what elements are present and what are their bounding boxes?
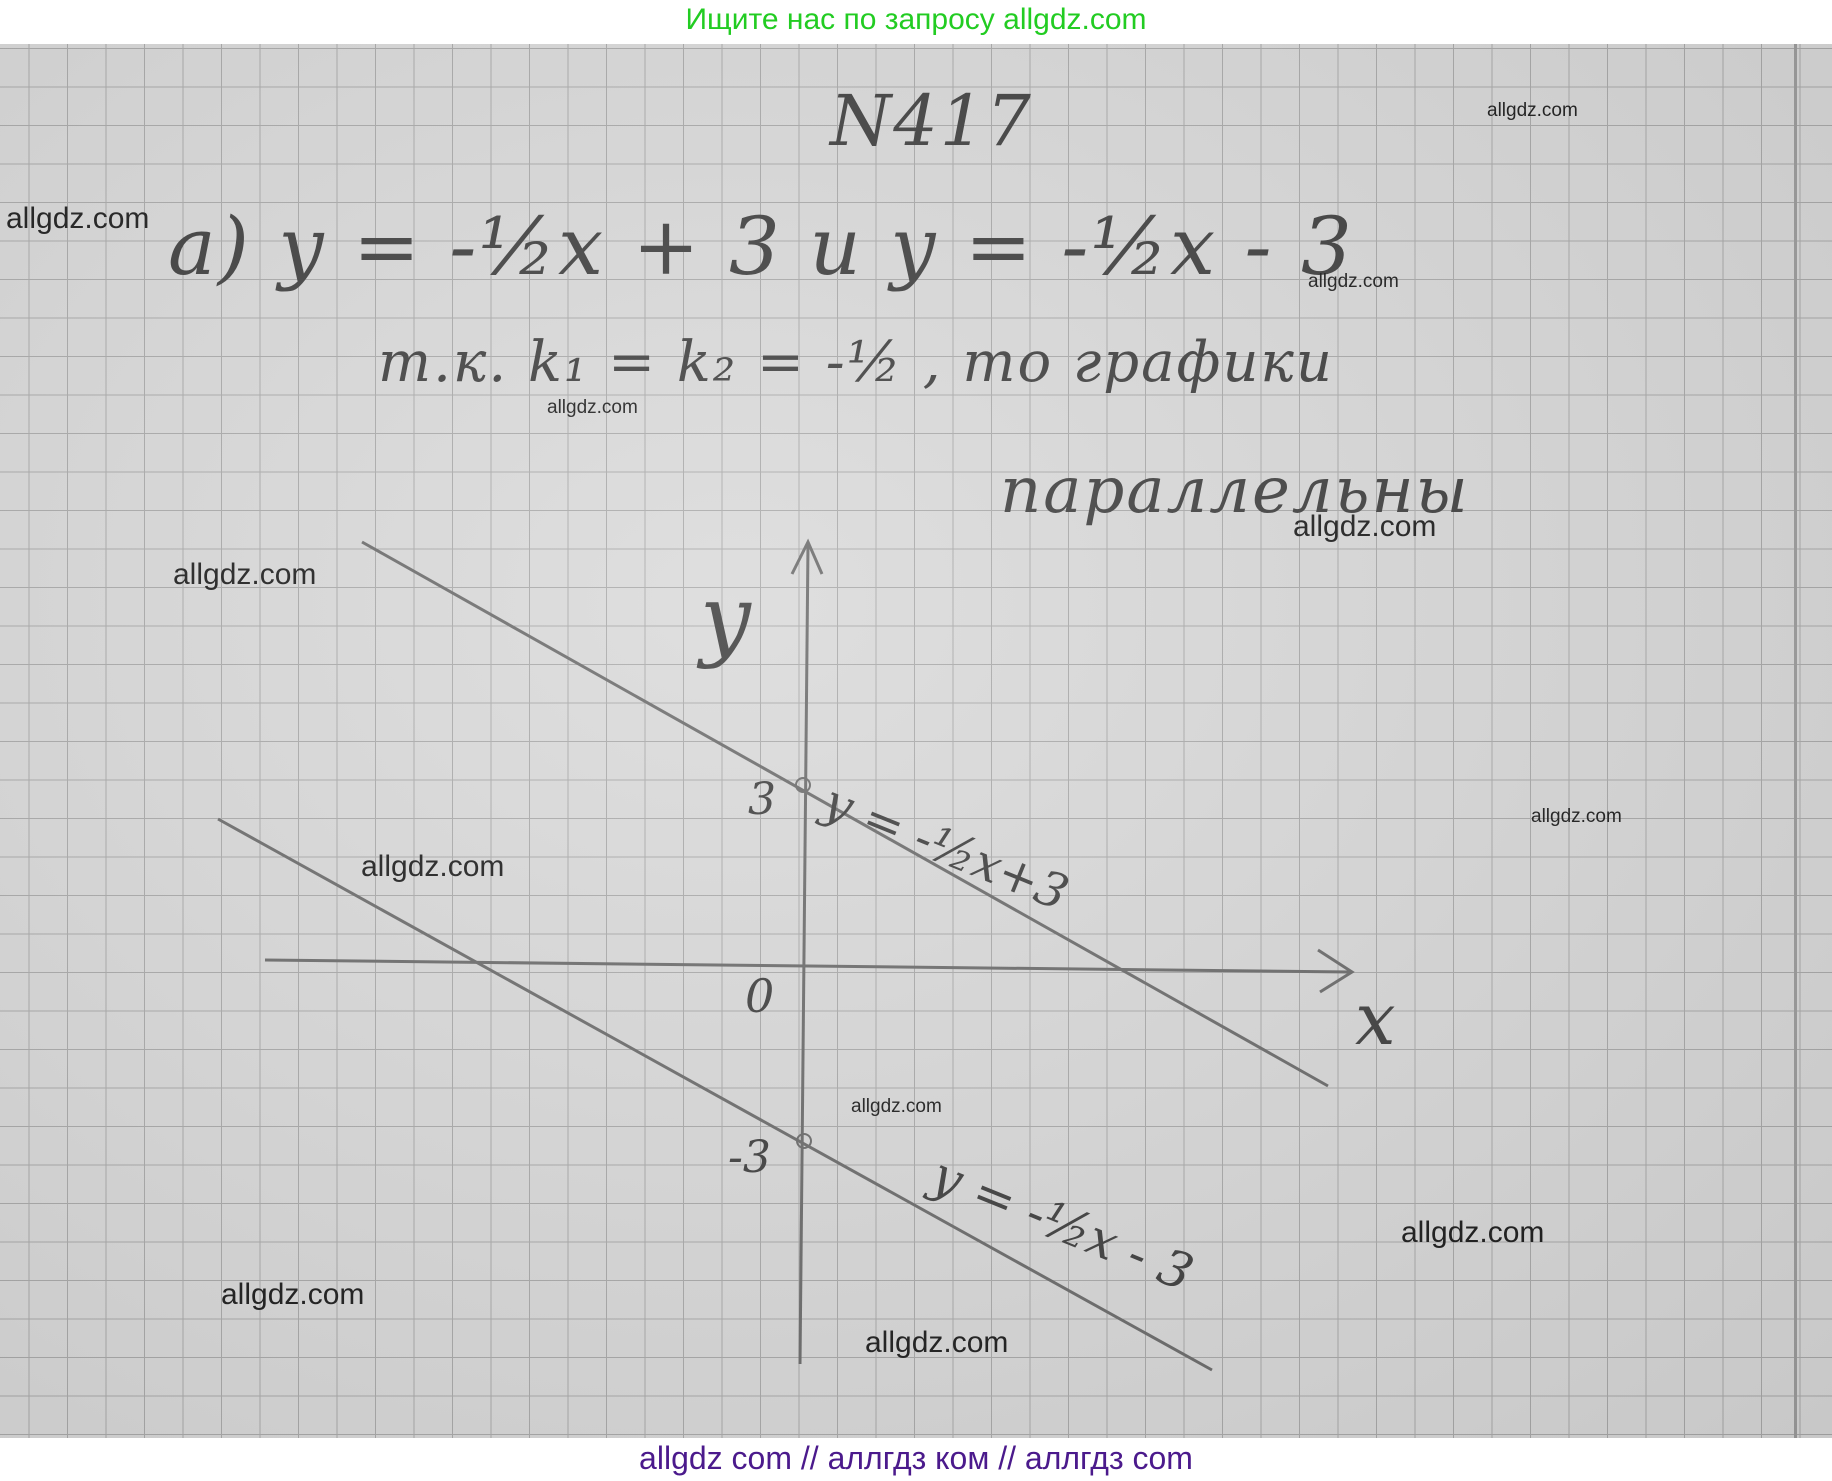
watermark: allgdz.com — [173, 558, 317, 591]
y-axis-label: y — [696, 566, 752, 671]
watermark: allgdz.com — [6, 202, 150, 235]
line-upper — [361, 540, 1329, 1088]
conclusion-line: параллельны — [1000, 454, 1470, 528]
watermark: allgdz.com — [1531, 806, 1622, 827]
notebook-page: N417 a) y = -½x + 3 и y = -½x - 3 т.к. k… — [0, 44, 1832, 1438]
equations-line: a) y = -½x + 3 и y = -½x - 3 — [168, 200, 1354, 293]
x-axis-label: x — [1355, 977, 1396, 1061]
upper-line-label: y = -½x+3 — [814, 772, 1076, 921]
watermark: allgdz.com — [547, 397, 638, 418]
watermark: allgdz.com — [1401, 1216, 1545, 1249]
graph: y x 0 3 -3 y = -½x+3 y = -½x - 3 — [217, 538, 1396, 1372]
point-lower-intercept — [796, 1133, 812, 1149]
margin-line — [1794, 44, 1797, 1438]
y-axis — [798, 543, 810, 1365]
y-axis-arrow-icon — [790, 538, 824, 575]
line-lower — [217, 817, 1213, 1372]
top-banner: Ищите нас по запросу allgdz.com — [685, 3, 1147, 36]
tick-neg-label: -3 — [728, 1132, 771, 1183]
tick-pos-label: 3 — [748, 774, 776, 825]
watermark: allgdz.com — [1308, 271, 1399, 292]
origin-label: 0 — [745, 969, 774, 1023]
watermark: allgdz.com — [221, 1278, 365, 1311]
lower-line-label: y = -½x - 3 — [922, 1145, 1201, 1303]
watermark: allgdz.com — [361, 850, 505, 883]
point-upper-intercept — [795, 777, 811, 793]
watermark: allgdz.com — [1487, 100, 1578, 121]
problem-number: N417 — [830, 80, 1033, 162]
watermark: allgdz.com — [851, 1096, 942, 1117]
x-axis — [264, 958, 1351, 974]
bottom-banner: allgdz com // аллгдз ком // аллгдз com — [639, 1440, 1193, 1476]
reason-line: т.к. k₁ = k₂ = -½ , то графики — [378, 330, 1334, 395]
x-axis-arrow-icon — [1317, 948, 1355, 994]
watermark: allgdz.com — [865, 1326, 1009, 1359]
watermark: allgdz.com — [1293, 510, 1437, 543]
